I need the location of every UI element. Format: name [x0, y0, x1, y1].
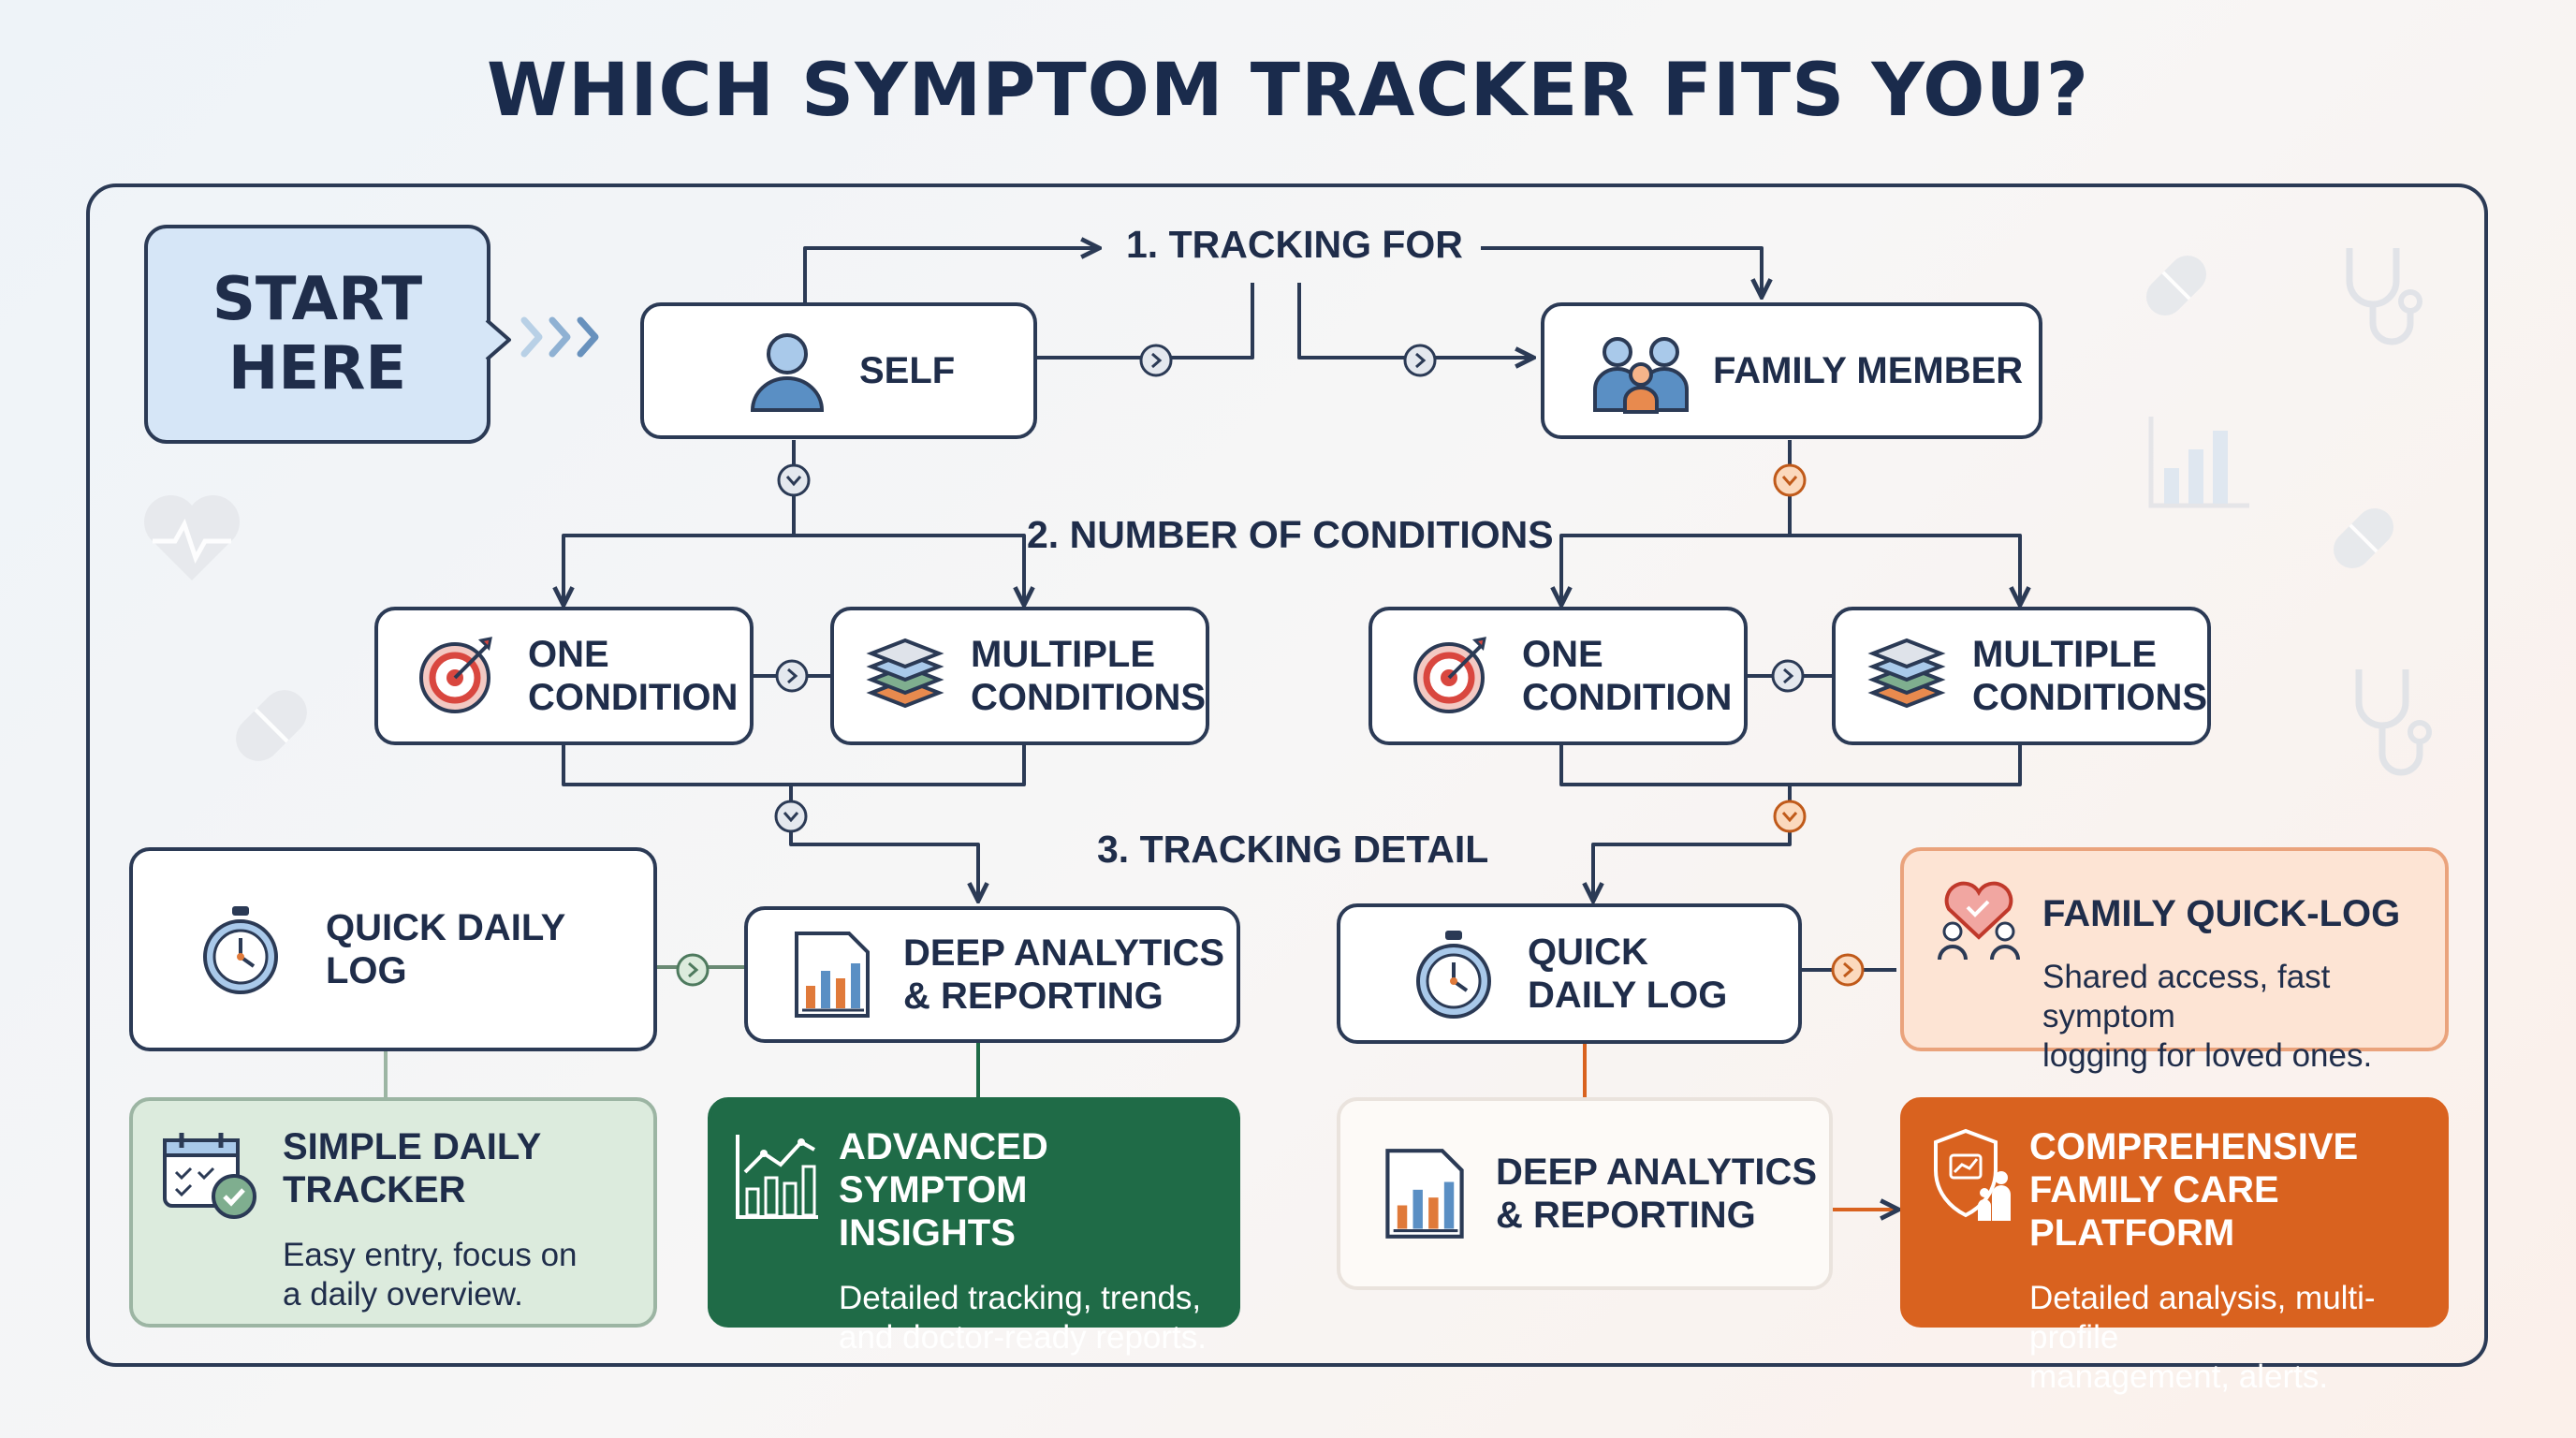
connector-family-multiple: [1790, 534, 2020, 603]
connector-family: [1297, 283, 1531, 358]
connector-left-merge: [562, 745, 1026, 786]
option-multiple-conditions-family[interactable]: MULTIPLE CONDITIONS: [1832, 607, 2211, 745]
multiple-conditions-label: MULTIPLE CONDITIONS: [971, 634, 1207, 718]
triple-chevron-icon: [520, 316, 599, 358]
family-quick-log-desc: Shared access, fast symptom logging for …: [2042, 959, 2373, 1074]
connector-right-merge: [1559, 745, 2022, 786]
start-label: START HERE: [212, 265, 423, 404]
chevron-right-icon: [1403, 344, 1437, 377]
report-chart-icon: [1385, 1149, 1464, 1239]
stopwatch-icon: [1416, 931, 1491, 1019]
family-quick-log-title: FAMILY QUICK-LOG: [2042, 893, 2401, 934]
connector-tracking-left: [803, 248, 1097, 302]
stethoscope-icon: [2346, 248, 2422, 345]
connector-right-to-quick: [1593, 785, 1792, 899]
result-family-quick-log[interactable]: FAMILY QUICK-LOG Shared access, fast sym…: [1900, 847, 2449, 1074]
option-quick-daily-log-left[interactable]: QUICK DAILY LOG: [129, 847, 657, 1051]
chevron-down-icon: [777, 463, 811, 497]
step-label-tracking-for: 1. TRACKING FOR: [1126, 223, 1463, 266]
option-family-member[interactable]: FAMILY MEMBER: [1541, 302, 2042, 439]
deep-analytics-label: DEEP ANALYTICS & REPORTING: [903, 932, 1225, 1017]
diagram-frame: [86, 183, 2488, 1367]
quick-daily-log-label: QUICK DAILY LOG: [1528, 932, 1728, 1016]
comprehensive-desc: Detailed analysis, multi-profile managem…: [2029, 1280, 2376, 1395]
result-comprehensive-family-care[interactable]: COMPREHENSIVE FAMILY CARE PLATFORM Detai…: [1900, 1097, 2449, 1395]
family-member-label: FAMILY MEMBER: [1713, 350, 2024, 391]
page-title: WHICH SYMPTOM TRACKER FITS YOU?: [487, 49, 2089, 133]
one-condition-label: ONE CONDITION: [528, 634, 739, 718]
quick-daily-log-label: QUICK DAILY LOG: [326, 907, 566, 991]
target-icon: [419, 637, 492, 713]
advanced-insights-title: ADVANCED SYMPTOM INSIGHTS: [839, 1126, 1048, 1254]
stacked-layers-icon: [1867, 638, 1946, 709]
simple-tracker-desc: Easy entry, focus on a daily overview.: [283, 1237, 578, 1313]
option-one-condition-family[interactable]: ONE CONDITION: [1368, 607, 1748, 745]
calendar-check-icon: [163, 1133, 256, 1219]
pill-icon: [236, 690, 307, 761]
stopwatch-icon: [203, 906, 278, 994]
advanced-insights-desc: Detailed tracking, trends, and doctor-re…: [839, 1280, 1207, 1356]
option-deep-analytics-left[interactable]: DEEP ANALYTICS & REPORTING: [744, 906, 1240, 1043]
connector-tracking-right: [1481, 246, 1762, 295]
stacked-layers-icon: [866, 638, 944, 709]
connector-self: [1037, 283, 1254, 360]
heart-hands-icon: [1938, 881, 2020, 961]
chevron-right-icon: [1771, 659, 1805, 693]
result-advanced-symptom-insights[interactable]: ADVANCED SYMPTOM INSIGHTS Detailed track…: [708, 1097, 1240, 1356]
chevron-right-icon: [775, 659, 809, 693]
option-quick-daily-log-right[interactable]: QUICK DAILY LOG: [1337, 903, 1802, 1044]
option-self[interactable]: SELF: [640, 302, 1037, 439]
target-icon: [1413, 637, 1486, 713]
connector-left-to-deep: [789, 785, 978, 899]
step-label-conditions: 2. NUMBER OF CONDITIONS: [1027, 513, 1554, 556]
chevron-down-icon: [1773, 800, 1807, 833]
comprehensive-title: COMPREHENSIVE FAMILY CARE PLATFORM: [2029, 1126, 2359, 1254]
one-condition-label: ONE CONDITION: [1522, 634, 1733, 718]
family-icon: [1593, 337, 1689, 414]
connector-family-down: [1561, 440, 1792, 603]
simple-tracker-title: SIMPLE DAILY TRACKER: [283, 1126, 542, 1211]
bar-chart-icon: [2148, 417, 2249, 508]
option-deep-analytics-right[interactable]: DEEP ANALYTICS & REPORTING: [1337, 1097, 1833, 1290]
pill-icon: [2333, 507, 2394, 569]
connector-self-multiple: [794, 534, 1024, 603]
pill-icon: [2145, 255, 2207, 316]
multiple-conditions-label: MULTIPLE CONDITIONS: [1972, 634, 2208, 718]
chevron-right-icon: [1139, 344, 1173, 377]
report-chart-icon: [795, 932, 870, 1018]
chevron-down-icon: [774, 800, 808, 833]
option-one-condition-self[interactable]: ONE CONDITION: [374, 607, 754, 745]
chevron-right-icon: [676, 953, 710, 987]
speech-tail: [485, 318, 511, 361]
connector-self-down: [564, 440, 796, 603]
start-here-box: START HERE: [144, 225, 490, 444]
self-label: SELF: [859, 350, 956, 391]
trend-chart-icon: [736, 1135, 818, 1219]
option-multiple-conditions-self[interactable]: MULTIPLE CONDITIONS: [830, 607, 1209, 745]
step-label-detail: 3. TRACKING DETAIL: [1097, 828, 1489, 871]
person-icon: [750, 333, 825, 412]
result-simple-daily-tracker[interactable]: SIMPLE DAILY TRACKER Easy entry, focus o…: [129, 1097, 657, 1328]
deep-analytics-label: DEEP ANALYTICS & REPORTING: [1496, 1152, 1818, 1236]
heart-pulse-icon: [144, 495, 240, 580]
chevron-down-icon: [1773, 463, 1807, 497]
stethoscope-icon: [2355, 669, 2432, 776]
shield-family-icon: [1934, 1128, 2011, 1221]
chevron-right-icon: [1831, 953, 1865, 987]
